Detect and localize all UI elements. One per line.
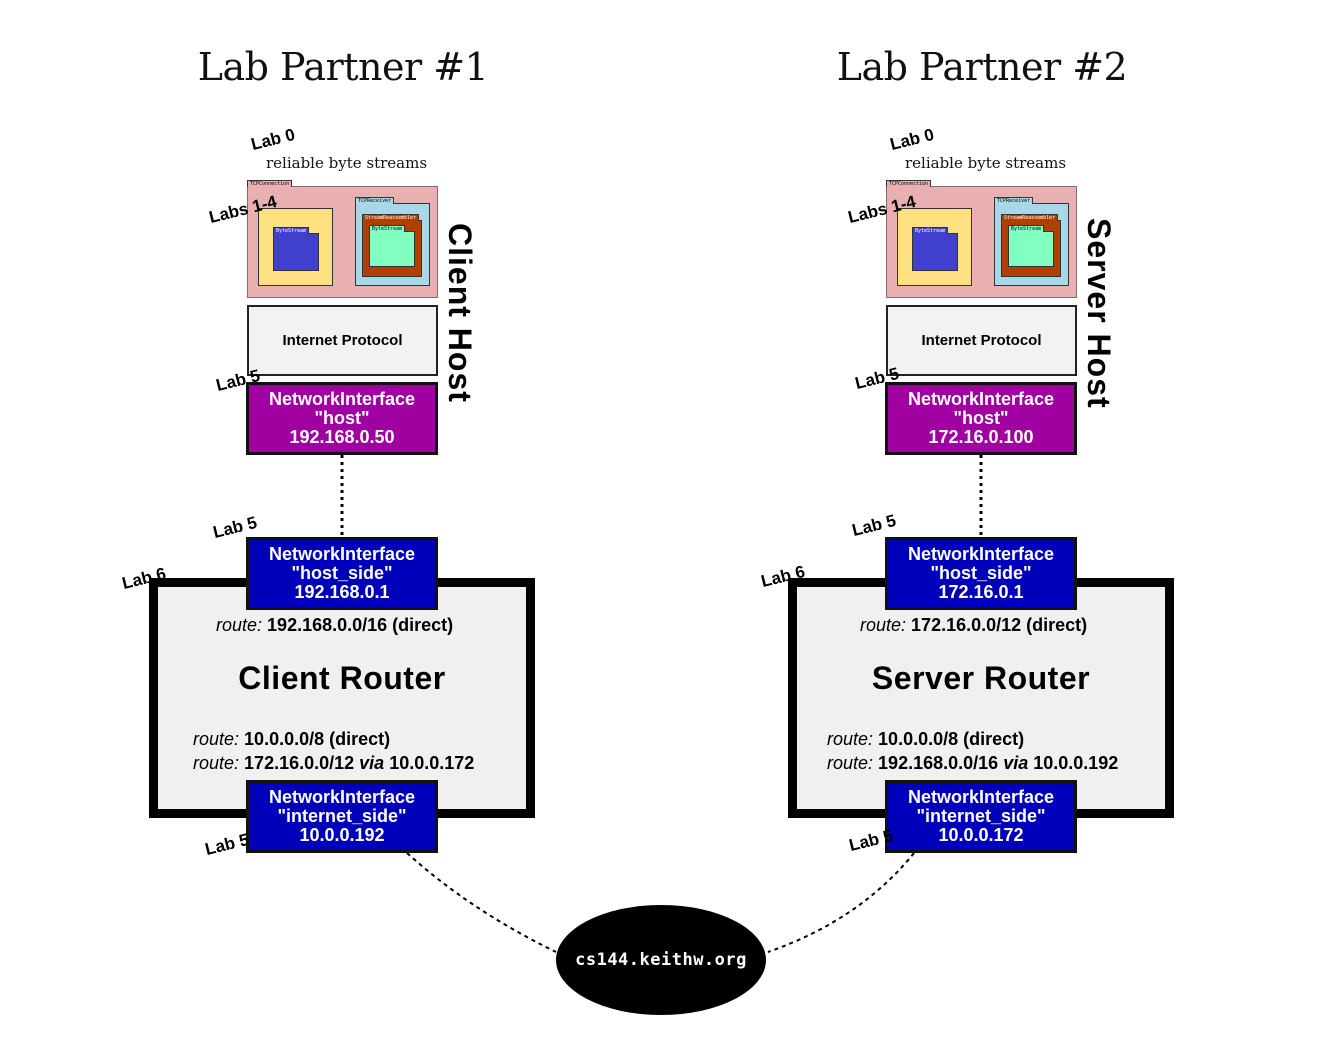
internet-link-right <box>767 852 915 953</box>
ni-name: NetworkInterface <box>907 787 1055 807</box>
tcp-connection-tab: TCPConnection <box>886 180 932 187</box>
route-keyword: route: <box>193 753 240 773</box>
internet-side-network-interface: NetworkInterface "internet_side" 10.0.0.… <box>885 780 1077 853</box>
bytestream-box: ByteStream <box>912 227 958 271</box>
host-network-interface: NetworkInterface "host" 192.168.0.50 <box>246 382 438 455</box>
internet-link-left <box>406 852 557 953</box>
inner-bytestream-tab: ByteStream <box>1008 225 1045 232</box>
route-entry: route: 172.16.0.0/12 (direct) <box>860 615 1087 636</box>
route-value: 10.0.0.0/8 (direct) <box>244 729 391 749</box>
ni-tag: "host_side" <box>291 563 393 583</box>
route-keyword: route: <box>827 753 874 773</box>
tcp-connection-tab: TCPConnection <box>247 180 293 187</box>
route-entry: route: 192.168.0.0/16 via 10.0.0.192 <box>827 753 1118 774</box>
host-label: Server Host <box>1081 218 1117 409</box>
bytestream-tab: ByteStream <box>912 227 949 234</box>
route-entry: route: 10.0.0.0/8 (direct) <box>193 729 390 750</box>
internet-server-node: cs144.keithw.org <box>556 905 766 1015</box>
route-entry: route: 10.0.0.0/8 (direct) <box>827 729 1024 750</box>
route-value: 192.168.0.0/16 <box>878 753 999 773</box>
host-label: Client Host <box>442 223 478 403</box>
route-gateway: 10.0.0.192 <box>1033 753 1119 773</box>
router-name: Client Router <box>238 660 446 696</box>
reassembler-tab: StreamReassembler <box>362 214 420 221</box>
ni-tag: "internet_side" <box>277 806 407 826</box>
ni-address: 10.0.0.192 <box>299 825 385 845</box>
inner-bytestream-tab: ByteStream <box>369 225 406 232</box>
route-entry: route: 172.16.0.0/12 via 10.0.0.172 <box>193 753 474 774</box>
inner-bytestream-box: ByteStream <box>1008 225 1054 267</box>
route-keyword: route: <box>860 615 907 635</box>
route-gateway: 10.0.0.172 <box>389 753 475 773</box>
bytestream-box: ByteStream <box>273 227 319 271</box>
partner-title: Lab Partner #2 <box>836 45 1128 89</box>
tcp-receiver-tab: TCPReceiver <box>994 197 1034 204</box>
ni-address: 192.168.0.50 <box>289 427 395 447</box>
tcp-receiver-tab: TCPReceiver <box>355 197 395 204</box>
ni-address: 192.168.0.1 <box>294 582 390 602</box>
route-keyword: route: <box>216 615 263 635</box>
ni-address: 172.16.0.1 <box>938 582 1024 602</box>
ni-name: NetworkInterface <box>907 544 1055 564</box>
host-side-network-interface: NetworkInterface "host_side" 172.16.0.1 <box>885 537 1077 610</box>
ni-tag: "host" <box>314 408 370 428</box>
inner-bytestream-box: ByteStream <box>369 225 415 267</box>
ni-name: NetworkInterface <box>907 389 1055 409</box>
partner-title: Lab Partner #1 <box>197 45 489 89</box>
internet-side-network-interface: NetworkInterface "internet_side" 10.0.0.… <box>246 780 438 853</box>
host-network-interface: NetworkInterface "host" 172.16.0.100 <box>885 382 1077 455</box>
bytestream-tab: ByteStream <box>273 227 310 234</box>
ni-tag: "internet_side" <box>916 806 1046 826</box>
route-via: via <box>359 753 385 773</box>
router-name: Server Router <box>871 660 1091 696</box>
host-side-network-interface: NetworkInterface "host_side" 192.168.0.1 <box>246 537 438 610</box>
ni-address: 172.16.0.100 <box>928 427 1034 447</box>
ni-tag: "host_side" <box>930 563 1032 583</box>
tcp-connection-box: TCPConnection ByteStream TCPReceiver Str… <box>886 180 1077 298</box>
route-value: 10.0.0.0/8 (direct) <box>878 729 1025 749</box>
route-entry: route: 192.168.0.0/16 (direct) <box>216 615 453 636</box>
ni-name: NetworkInterface <box>268 787 416 807</box>
route-value: 192.168.0.0/16 (direct) <box>267 615 454 635</box>
reassembler-tab: StreamReassembler <box>1001 214 1059 221</box>
internet-protocol-box: Internet Protocol <box>247 305 438 376</box>
route-via: via <box>1003 753 1029 773</box>
ni-name: NetworkInterface <box>268 389 416 409</box>
internet-protocol-box: Internet Protocol <box>886 305 1077 376</box>
lab0-note: reliable byte streams <box>905 154 1067 172</box>
route-keyword: route: <box>193 729 240 749</box>
route-keyword: route: <box>827 729 874 749</box>
route-value: 172.16.0.0/12 <box>244 753 355 773</box>
lab0-note: reliable byte streams <box>266 154 428 172</box>
router-box <box>149 578 535 818</box>
tcp-connection-box: TCPConnection ByteStream TCPReceiver Str… <box>247 180 438 298</box>
route-value: 172.16.0.0/12 (direct) <box>911 615 1088 635</box>
ni-address: 10.0.0.172 <box>938 825 1024 845</box>
ni-name: NetworkInterface <box>268 544 416 564</box>
ni-tag: "host" <box>953 408 1009 428</box>
